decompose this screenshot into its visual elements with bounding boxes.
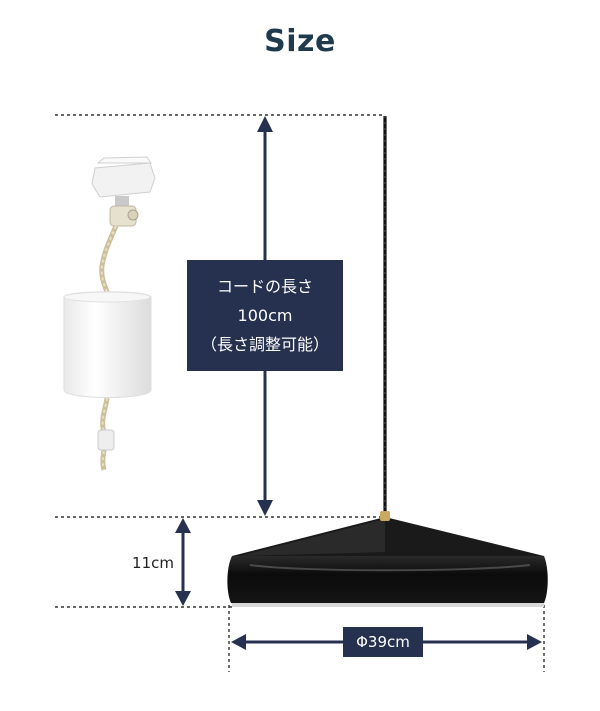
cord-length-value: 100cm	[237, 306, 293, 325]
ceiling-mount-icon	[91, 156, 156, 301]
height-arrow	[175, 518, 191, 606]
cord-length-title: コードの長さ	[216, 277, 313, 296]
cord-length-note: （長さ調整可能）	[200, 335, 329, 354]
cord-length-label: コードの長さ 100cm （長さ調整可能）	[187, 260, 343, 371]
lamp-shade-icon	[227, 511, 548, 607]
page-title: Size	[264, 24, 336, 59]
height-label: 11cm	[132, 554, 174, 572]
canopy-cup-icon	[63, 291, 152, 471]
diameter-label: Φ39cm	[343, 627, 423, 657]
